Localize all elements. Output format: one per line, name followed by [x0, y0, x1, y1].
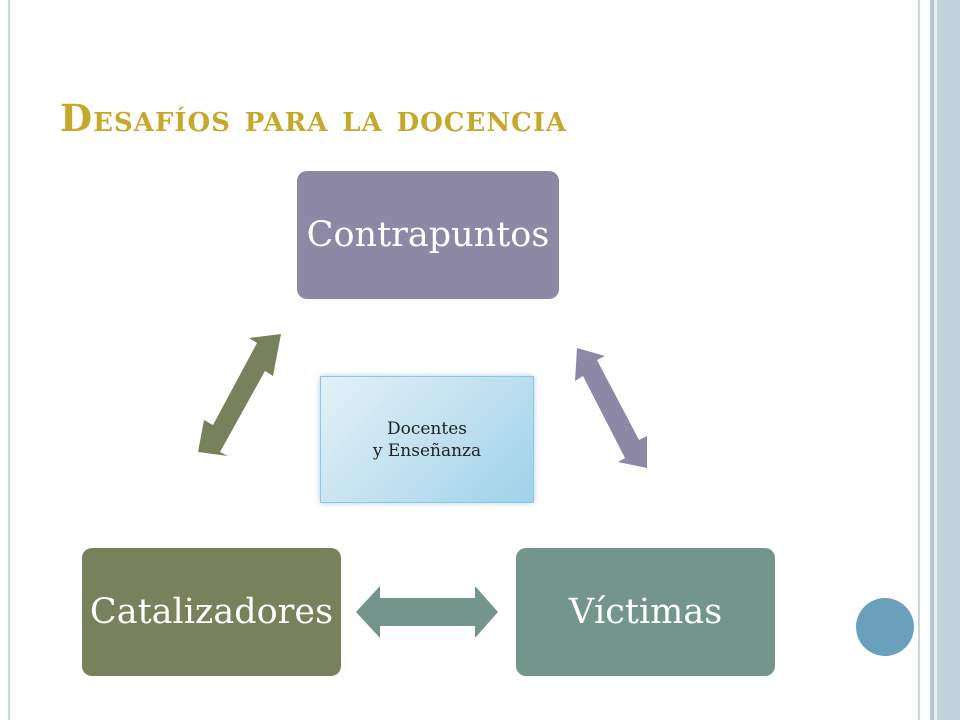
node-victimas: Víctimas — [516, 548, 775, 676]
arrow-bottom — [356, 586, 498, 638]
arrow-top-right — [575, 348, 647, 468]
right-frame-stripes — [918, 0, 960, 720]
center-node-line-1: Docentes — [386, 418, 467, 439]
arrow-left-top — [198, 334, 281, 456]
node-catalizadores: Catalizadores — [82, 548, 341, 676]
slide-title: Desafíos para la docencia — [60, 96, 568, 140]
center-node-docentes: Docentes y Enseñanza — [320, 376, 534, 503]
decorative-circle — [856, 598, 914, 656]
center-node-line-2: y Enseñanza — [372, 440, 482, 461]
left-frame-border — [0, 0, 10, 720]
node-contrapuntos: Contrapuntos — [297, 171, 559, 299]
